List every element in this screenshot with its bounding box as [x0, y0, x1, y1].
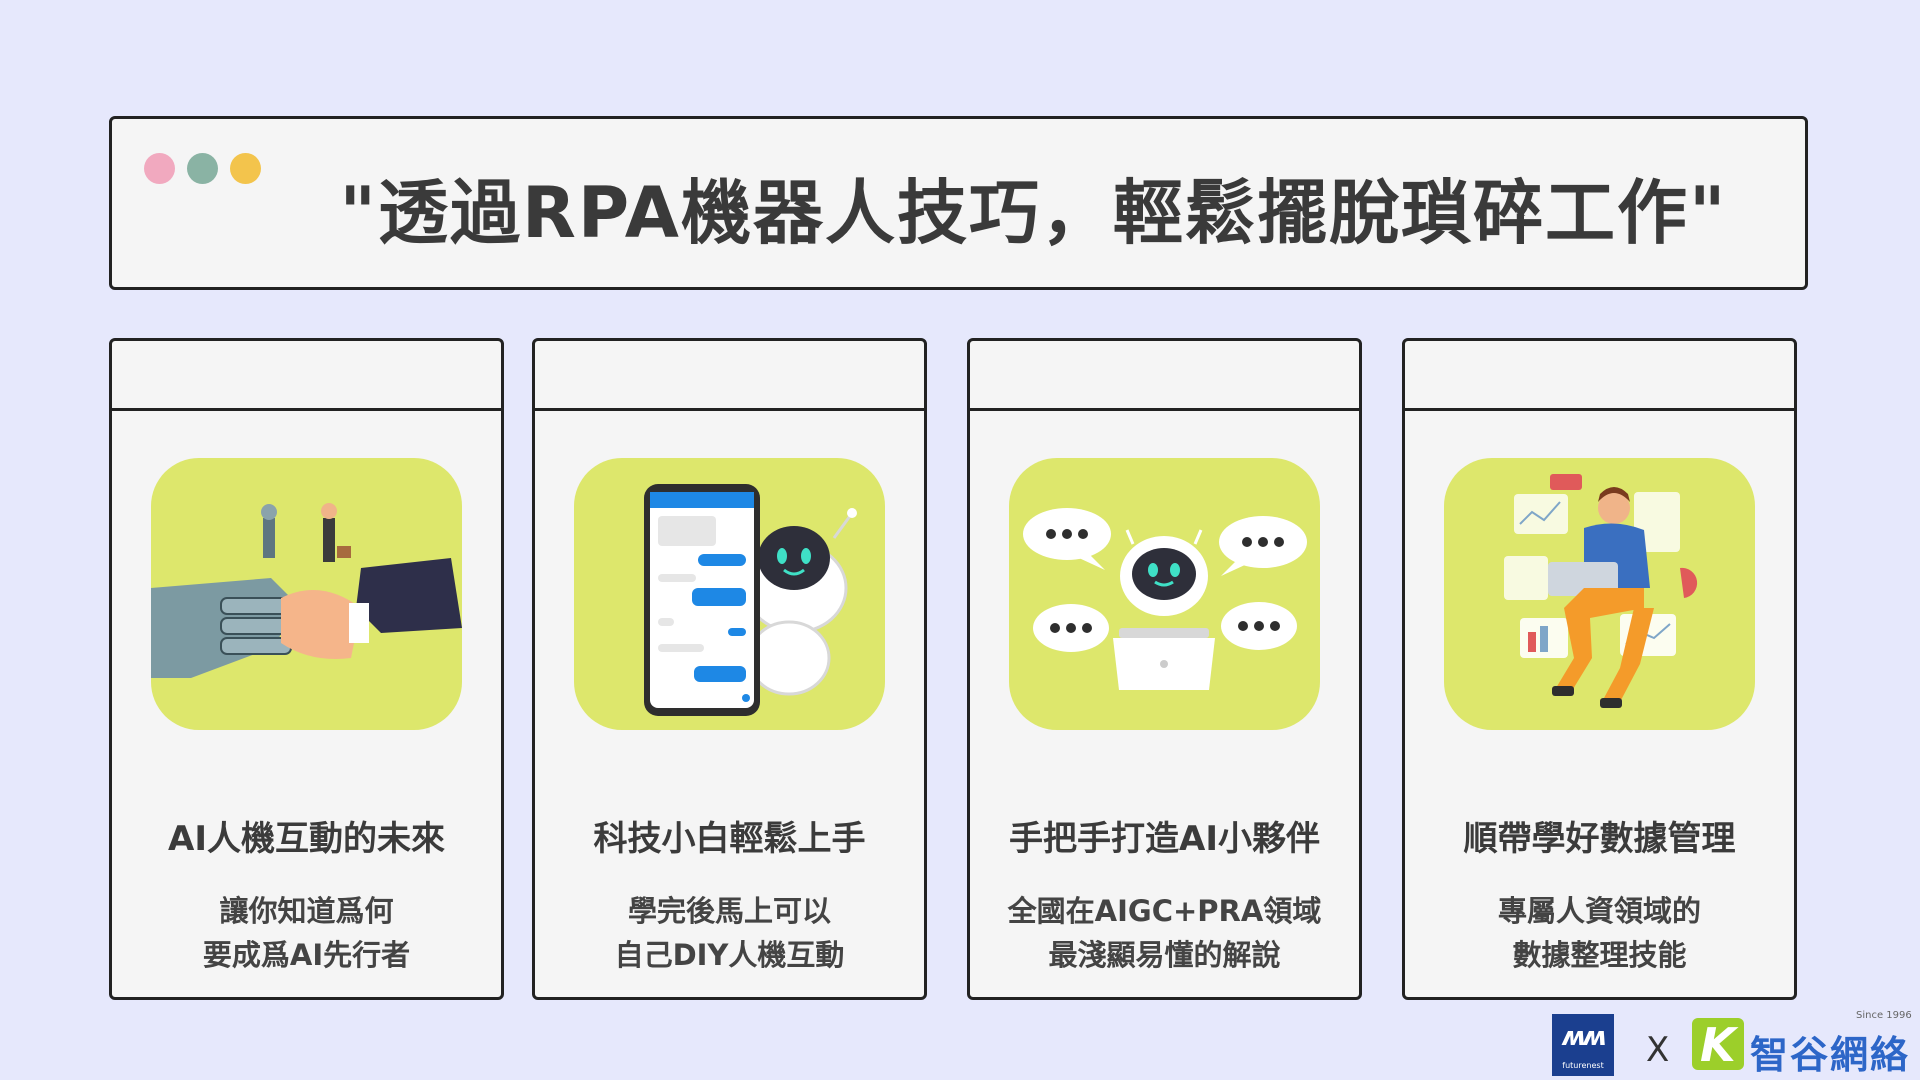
person-laptop-data-illustration	[1444, 458, 1755, 730]
card-desc-line-2: 自己DIY人機互動	[614, 938, 845, 972]
card-description: 讓你知道爲何 要成爲AI先行者	[112, 889, 501, 977]
card-title: AI人機互動的未來	[168, 819, 445, 859]
feature-card-3: 手把手打造AI小夥伴 全國在AIGC+PRA領域 最淺顯易懂的解說	[967, 338, 1362, 1000]
card-header	[112, 341, 501, 411]
window-dots	[144, 153, 261, 184]
card-title: 科技小白輕鬆上手	[593, 819, 866, 859]
card-header	[1405, 341, 1794, 411]
card-desc-line-2: 要成爲AI先行者	[202, 938, 411, 972]
title-window: "透過RPA機器人技巧，輕鬆擺脫瑣碎工作"	[109, 116, 1808, 290]
card-desc-line-1: 全國在AIGC+PRA領域	[1007, 894, 1322, 928]
page-title: "透過RPA機器人技巧，輕鬆擺脫瑣碎工作"	[339, 172, 1728, 254]
footer-logos: ʍʍ futurenest X K 智谷網絡 Since 1996	[1552, 1010, 1912, 1077]
card-desc-line-1: 讓你知道爲何	[219, 894, 394, 928]
card-header	[535, 341, 924, 411]
zhigu-mark: K	[1700, 1018, 1736, 1072]
card-desc-line-2: 數據整理技能	[1512, 938, 1687, 972]
phone-chatbot-illustration	[574, 458, 885, 730]
futurenest-logo: ʍʍ futurenest	[1552, 1014, 1614, 1076]
card-title: 手把手打造AI小夥伴	[1009, 819, 1320, 859]
window-dot-yellow	[230, 153, 261, 184]
feature-card-4: 順帶學好數據管理 專屬人資領域的 數據整理技能	[1402, 338, 1797, 1000]
card-desc-line-2: 最淺顯易懂的解說	[1048, 938, 1281, 972]
robot-chat-bubbles-illustration	[1009, 458, 1320, 730]
futurenest-mark: ʍʍ	[1562, 1022, 1607, 1052]
zhigu-logo-icon: K	[1692, 1018, 1744, 1072]
card-header	[970, 341, 1359, 411]
window-dot-pink	[144, 153, 175, 184]
collab-separator: X	[1646, 1030, 1670, 1070]
card-description: 學完後馬上可以 自己DIY人機互動	[535, 889, 924, 977]
futurenest-name: futurenest	[1562, 1061, 1604, 1070]
feature-card-2: 科技小白輕鬆上手 學完後馬上可以 自己DIY人機互動	[532, 338, 927, 1000]
card-description: 專屬人資領域的 數據整理技能	[1405, 889, 1794, 977]
card-desc-line-1: 學完後馬上可以	[627, 894, 831, 928]
feature-card-1: AI人機互動的未來 讓你知道爲何 要成爲AI先行者	[109, 338, 504, 1000]
card-desc-line-1: 專屬人資領域的	[1497, 894, 1701, 928]
card-title: 順帶學好數據管理	[1463, 819, 1736, 859]
handshake-robot-human-illustration	[151, 458, 462, 730]
card-description: 全國在AIGC+PRA領域 最淺顯易懂的解說	[970, 889, 1359, 977]
window-dot-green	[187, 153, 218, 184]
zhigu-name: 智谷網絡	[1750, 1033, 1911, 1077]
zhigu-since: Since 1996	[1856, 1010, 1912, 1021]
